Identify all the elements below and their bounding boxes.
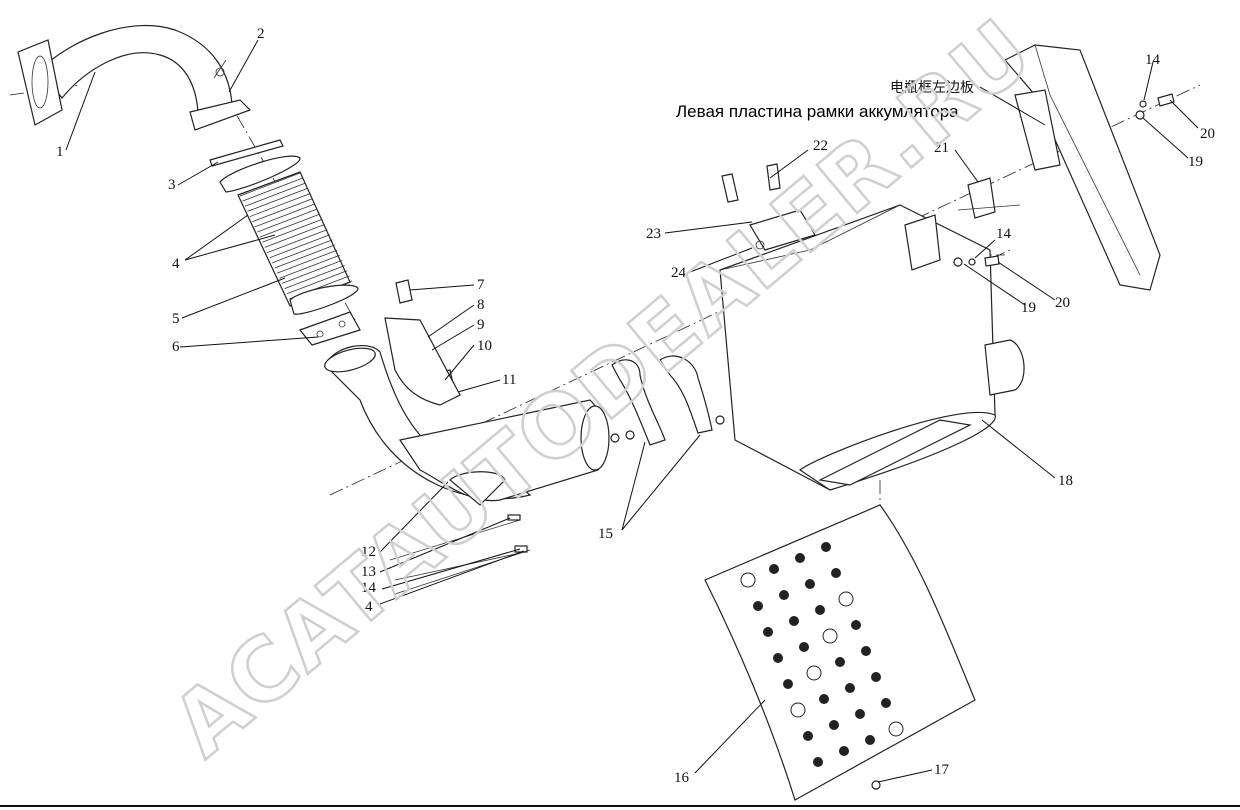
perforation-hole	[803, 731, 813, 741]
hose-rib	[281, 260, 343, 284]
perforation-hole	[789, 616, 799, 626]
callout-5: 5	[172, 311, 180, 327]
perforation-hole	[845, 683, 855, 693]
hose-rib	[284, 265, 345, 289]
hose-rib	[264, 224, 325, 248]
perforation-hole	[881, 698, 891, 708]
fasteners-22-24	[721, 163, 781, 203]
perforation-hole	[839, 746, 849, 756]
perforation-hole	[888, 721, 904, 737]
fasteners-14-19-20	[953, 93, 1175, 267]
callout-6: 6	[172, 339, 180, 355]
perforation-hole	[740, 572, 756, 588]
perforation-hole	[822, 628, 838, 644]
perforation-hole	[783, 679, 793, 689]
perforation-hole	[795, 553, 805, 563]
perforation-hole	[819, 694, 829, 704]
hose-rib	[242, 177, 303, 202]
callout-20a: 20	[1055, 295, 1070, 311]
perforation-hole	[813, 757, 823, 767]
callout-4b: 4	[365, 599, 373, 615]
callout-14c: 14	[1145, 52, 1161, 68]
perforation-hole	[790, 702, 806, 718]
perforation-hole	[773, 653, 783, 663]
hose-rib	[252, 198, 313, 223]
perforation-hole	[799, 642, 809, 652]
perforation-hole	[861, 646, 871, 656]
hose-rib	[254, 203, 316, 228]
perforation-hole	[805, 579, 815, 589]
part-21-bracket	[957, 177, 1021, 219]
perforation-hole	[815, 605, 825, 615]
perforation-hole	[821, 542, 831, 552]
callout-23: 23	[646, 226, 661, 242]
perforation-hole	[829, 720, 839, 730]
callout-9: 9	[477, 317, 485, 333]
part-15-clamps	[610, 355, 725, 446]
callout-19b: 19	[1188, 154, 1203, 170]
caption-chinese: 电瓶框左边板	[890, 80, 974, 96]
hose-rib	[279, 254, 340, 279]
perforation-hole	[855, 709, 865, 719]
perforation-hole	[753, 601, 763, 611]
part-16-heat-shield	[704, 504, 976, 801]
part-11-12-elbow-bracket	[324, 317, 610, 506]
callout-7: 7	[477, 277, 485, 293]
perforation-hole	[871, 672, 881, 682]
callout-11: 11	[502, 372, 516, 388]
perforation-hole	[838, 591, 854, 607]
part-17-bolt	[871, 780, 881, 790]
callout-12: 12	[361, 544, 376, 560]
part-18-muffler	[719, 204, 1025, 491]
callout-numbers: 1 2 3 4 5 6 7 8 9 10 11 12 13 14 4 15 16…	[56, 26, 1215, 786]
perforation-hole	[779, 590, 789, 600]
perforation-hole	[865, 735, 875, 745]
callout-10: 10	[477, 338, 492, 354]
callout-8: 8	[477, 297, 485, 313]
perforation-hole	[769, 564, 779, 574]
callout-22: 22	[813, 138, 828, 154]
hose-rib	[257, 208, 318, 233]
callout-19a: 19	[1021, 300, 1036, 316]
hose-rib	[247, 188, 308, 212]
caption-russian: Левая пластина рамки аккумлятора	[676, 102, 959, 121]
leader-lines	[65, 39, 1199, 783]
hose-rib	[274, 244, 335, 269]
hose-rib	[286, 270, 348, 295]
hose-rib	[269, 234, 330, 259]
hose-rib	[276, 249, 338, 274]
callout-2: 2	[257, 26, 265, 42]
callout-14a: 14	[361, 580, 377, 596]
callout-4: 4	[172, 256, 180, 272]
callout-13: 13	[361, 564, 376, 580]
hose-rib	[244, 182, 306, 207]
callout-16: 16	[674, 770, 690, 786]
perforation-hole	[763, 627, 773, 637]
perforation-hole	[851, 620, 861, 630]
perforation-hole	[831, 568, 841, 578]
callout-24: 24	[671, 265, 687, 281]
callout-21: 21	[934, 140, 949, 156]
callout-17: 17	[934, 762, 950, 778]
battery-frame-left-plate	[1004, 44, 1161, 291]
callout-18: 18	[1058, 473, 1073, 489]
hose-rib	[239, 172, 301, 197]
callout-14b: 14	[996, 226, 1012, 242]
part-1-bent-pipe	[17, 24, 252, 131]
hose-rib	[267, 229, 328, 253]
callout-20b: 20	[1200, 126, 1215, 142]
hose-rib	[272, 239, 333, 264]
callout-1: 1	[56, 144, 64, 160]
flex-hose-assembly	[209, 139, 361, 346]
hose-rib	[259, 213, 320, 238]
hose-rib	[262, 218, 323, 243]
perforation-hole	[806, 665, 822, 681]
callout-15: 15	[598, 526, 613, 542]
callout-3: 3	[168, 177, 176, 193]
hose-rib	[249, 193, 311, 217]
perforation-hole	[835, 657, 845, 667]
